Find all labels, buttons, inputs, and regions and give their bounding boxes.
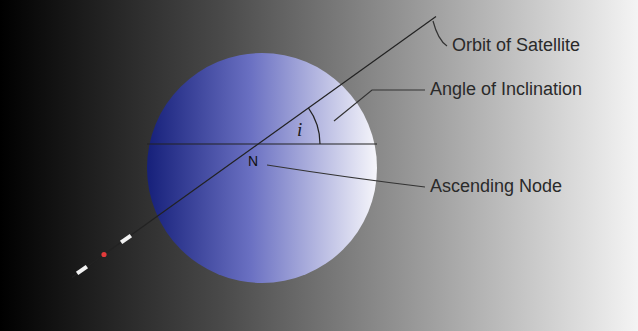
satellite-body <box>101 252 106 257</box>
callout-label: Orbit of Satellite <box>452 35 580 57</box>
equator-line <box>147 143 377 144</box>
earth-globe: iN <box>147 53 377 283</box>
node-letter: N <box>248 153 258 170</box>
satellite <box>76 234 132 275</box>
inclination-arc <box>308 108 320 144</box>
leader-line <box>267 165 425 187</box>
globe-fill <box>147 53 377 283</box>
globe-outline <box>147 53 377 283</box>
callout-label: Angle of Inclination <box>430 79 582 101</box>
leader-line <box>334 90 425 121</box>
callout-label: Ascending Node <box>430 176 562 198</box>
leader-line <box>433 21 447 46</box>
satellite-panel <box>76 265 88 275</box>
satellite-panel <box>120 234 132 244</box>
inclination-symbol: i <box>297 119 302 142</box>
orbit-line <box>72 16 436 277</box>
